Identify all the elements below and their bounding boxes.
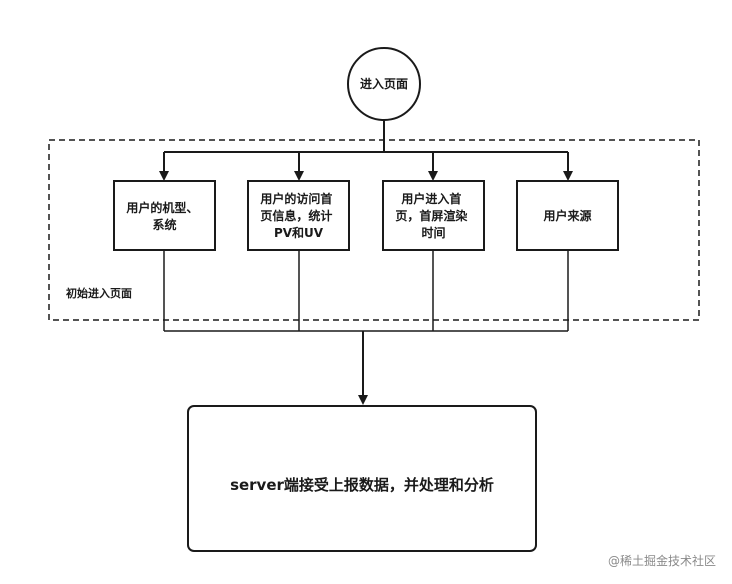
watermark: @稀土掘金技术社区 — [608, 553, 716, 568]
step-box-2 — [247, 180, 350, 251]
group-dashed-box — [48, 139, 700, 321]
step-2-line-1: 用户的访问首 — [259, 191, 332, 206]
server-label: server端接受上报数据，并处理和分析 — [230, 476, 494, 494]
step-1-line-2: 系统 — [152, 217, 176, 232]
step-3-text: 用户进入首 页，首屏渲染 时间 — [395, 191, 471, 240]
step-3-line-3: 时间 — [421, 225, 445, 240]
group-label: 初始进入页面 — [66, 286, 132, 300]
step-2-line-3: PV和UV — [274, 225, 324, 240]
step-1-line-1: 用户的机型、 — [125, 200, 198, 215]
start-node-label: 进入页面 — [360, 76, 408, 91]
step-box-1 — [113, 180, 216, 251]
step-2-line-2: 页信息，统计 — [260, 208, 332, 223]
step-3-line-1: 用户进入首 — [400, 191, 461, 206]
step-box-3 — [382, 180, 485, 251]
step-2-text: 用户的访问首 页信息，统计 PV和UV — [259, 191, 336, 240]
step-4-text: 用户来源 — [542, 208, 591, 223]
step-4-line-1: 用户来源 — [542, 208, 591, 223]
step-3-line-2: 页，首屏渲染 — [395, 208, 468, 223]
step-1-text: 用户的机型、 系统 — [125, 200, 202, 232]
server-box — [187, 405, 537, 552]
